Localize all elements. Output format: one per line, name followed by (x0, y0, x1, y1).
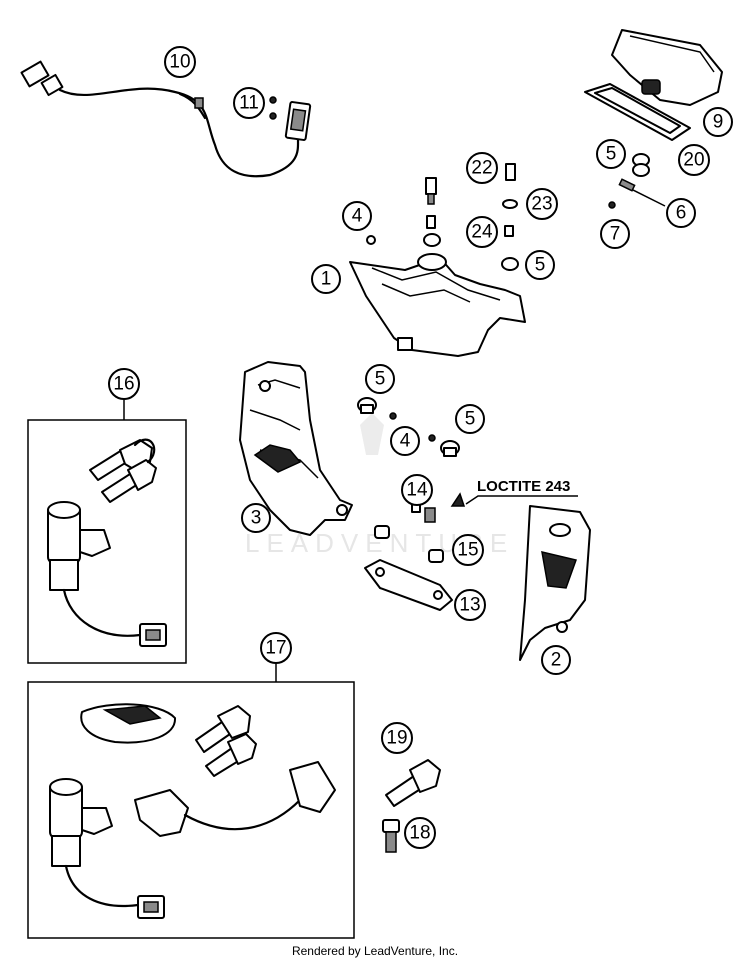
bolt-18 (382, 819, 400, 853)
callout-7: 7 (600, 219, 630, 249)
callout-15: 15 (452, 534, 484, 566)
callout-13: 13 (454, 589, 486, 621)
callout-18: 18 (404, 817, 436, 849)
shroud-hardware (357, 397, 460, 457)
callout-4b: 4 (390, 426, 420, 456)
loctite-leader (465, 495, 578, 505)
callout-5b: 5 (525, 250, 555, 280)
left-shroud (239, 361, 353, 536)
svg-text:4: 4 (352, 206, 363, 227)
svg-text:6: 6 (676, 203, 687, 224)
svg-text:5: 5 (535, 255, 546, 276)
callout-16: 16 (108, 368, 140, 400)
svg-text:4: 4 (400, 431, 411, 452)
ignition-kit-17 (49, 703, 336, 919)
speedometer (584, 29, 723, 141)
wiring-harness (20, 60, 300, 178)
callout-17: 17 (260, 632, 292, 664)
headlight-bracket (349, 253, 526, 357)
callout-20: 20 (678, 144, 710, 176)
key-19 (385, 759, 441, 807)
svg-text:2: 2 (551, 650, 562, 671)
svg-text:22: 22 (471, 158, 492, 179)
right-shroud (519, 505, 591, 661)
svg-text:20: 20 (683, 150, 704, 171)
svg-text:15: 15 (457, 540, 478, 561)
screws-and-bracket (269, 96, 312, 141)
svg-text:5: 5 (606, 144, 617, 165)
callout-11: 11 (233, 87, 265, 119)
callout-3: 3 (241, 503, 271, 533)
callout-4a: 4 (342, 201, 372, 231)
svg-text:3: 3 (251, 508, 262, 529)
svg-text:5: 5 (375, 369, 386, 390)
svg-text:19: 19 (386, 728, 407, 749)
bracket-fasteners (366, 163, 519, 271)
svg-text:17: 17 (265, 638, 286, 659)
callout-9: 9 (703, 107, 733, 137)
speedo-hardware (608, 153, 666, 209)
kit-box-16 (27, 419, 187, 664)
callout-23: 23 (526, 188, 558, 220)
loctite-label: LOCTITE 243 (477, 478, 570, 495)
svg-text:23: 23 (531, 194, 552, 215)
callout-5a: 5 (596, 139, 626, 169)
callout-5c: 5 (365, 364, 395, 394)
svg-text:14: 14 (406, 480, 428, 501)
mount-plate (364, 492, 466, 611)
svg-text:5: 5 (465, 409, 476, 430)
callout-22: 22 (466, 152, 498, 184)
svg-text:13: 13 (459, 595, 480, 616)
callout-2: 2 (541, 645, 571, 675)
svg-text:24: 24 (471, 222, 493, 243)
svg-text:7: 7 (610, 224, 621, 245)
callout-24: 24 (466, 216, 498, 248)
callout-19: 19 (381, 722, 413, 754)
ignition-kit-16 (47, 438, 167, 647)
svg-text:18: 18 (409, 823, 430, 844)
callout-5d: 5 (455, 404, 485, 434)
callout-1: 1 (311, 264, 341, 294)
callout-6: 6 (666, 198, 696, 228)
callout-10: 10 (164, 46, 196, 78)
kit-box-17 (27, 681, 355, 939)
footer-credit: Rendered by LeadVenture, Inc. (291, 944, 459, 958)
svg-text:11: 11 (239, 93, 259, 114)
svg-text:1: 1 (321, 269, 332, 290)
svg-text:16: 16 (113, 374, 134, 395)
svg-text:10: 10 (169, 52, 190, 73)
callout-14: 14 (401, 474, 433, 506)
svg-text:9: 9 (713, 112, 724, 133)
